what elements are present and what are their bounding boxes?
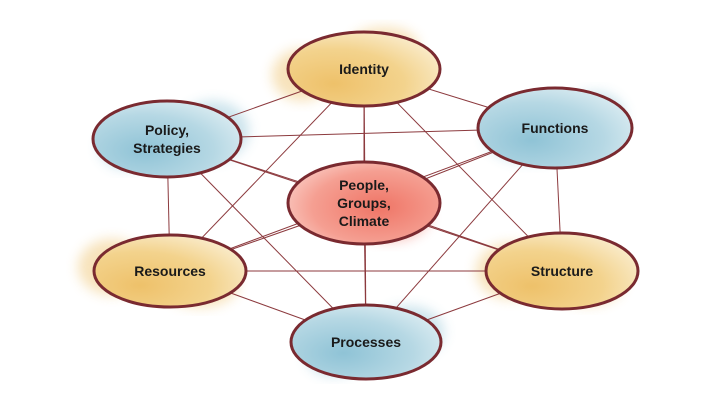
node-people-label-2: Climate — [339, 213, 390, 229]
node-people: People, Groups, Climate — [286, 160, 442, 246]
node-policy-label-0: Policy, — [145, 122, 189, 138]
node-policy-label-1: Strategies — [133, 140, 201, 156]
node-functions-ellipse — [476, 86, 634, 170]
node-processes: Processes — [289, 303, 443, 381]
node-resources-label-0: Resources — [134, 263, 206, 279]
node-functions: Functions — [476, 86, 634, 170]
node-structure-label-0: Structure — [531, 263, 593, 279]
node-identity-label-0: Identity — [339, 61, 389, 77]
node-processes-label-0: Processes — [331, 334, 401, 350]
node-processes-ellipse — [289, 303, 443, 381]
node-structure-ellipse — [484, 231, 640, 311]
node-people-ellipse — [286, 160, 442, 246]
node-policy-ellipse — [91, 99, 243, 179]
node-structure: Structure — [484, 231, 640, 311]
node-policy: Policy, Strategies — [91, 99, 243, 179]
node-identity: Identity — [286, 30, 442, 108]
node-people-label-1: Groups, — [337, 195, 391, 211]
node-functions-label-0: Functions — [522, 120, 589, 136]
node-resources: Resources — [92, 233, 248, 309]
node-people-label-0: People, — [339, 177, 389, 193]
node-identity-ellipse — [286, 30, 442, 108]
node-resources-ellipse — [92, 233, 248, 309]
